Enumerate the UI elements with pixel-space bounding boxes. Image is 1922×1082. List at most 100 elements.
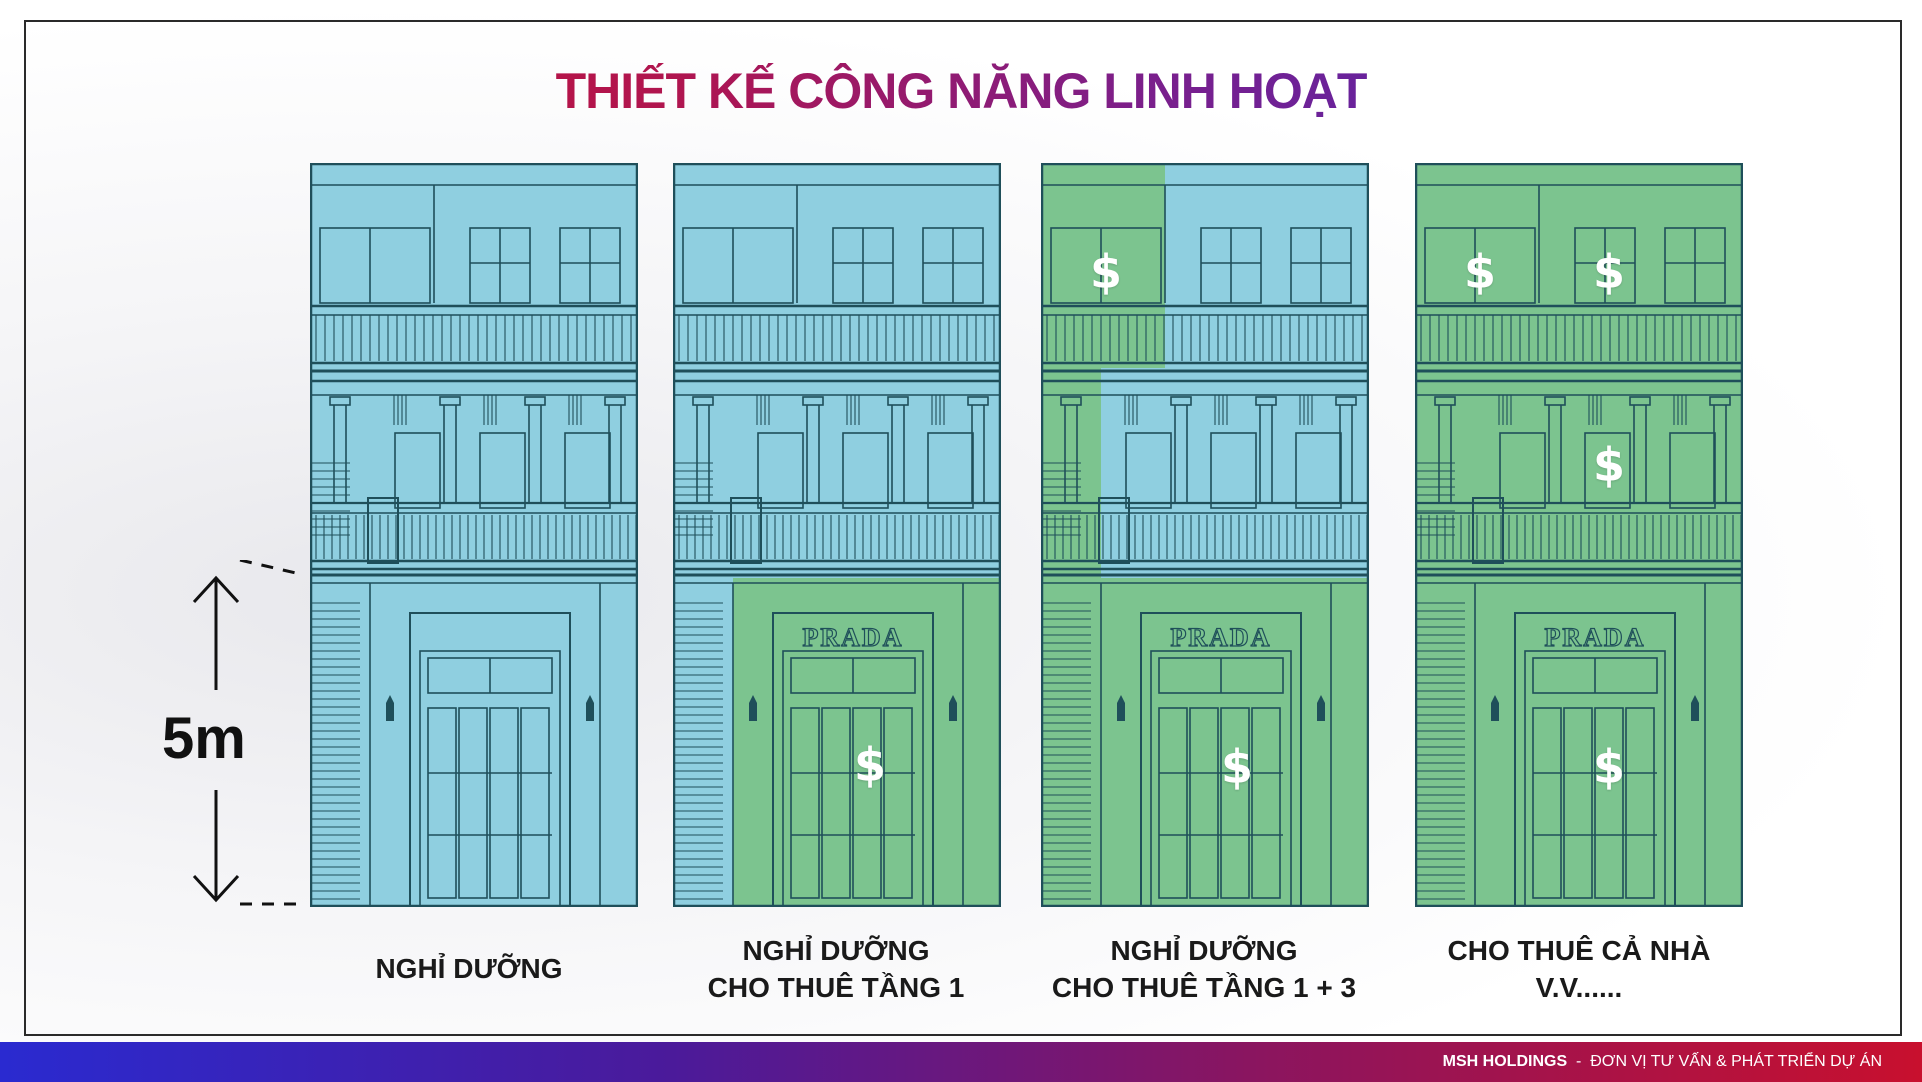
facade-outline (439, 396, 461, 406)
facade-outline (883, 707, 913, 899)
caption-line: CHO THUÊ TẦNG 1 (707, 972, 965, 1003)
facade-outline (790, 707, 820, 899)
facade-outline (489, 707, 519, 899)
facade-outline (730, 497, 762, 564)
facade-outline (1594, 707, 1624, 899)
caption-line: NGHỈ DƯỠNG (742, 935, 930, 966)
rental-dollar-icon: $ (853, 738, 887, 792)
facade-outline (772, 612, 934, 907)
rental-zone (1415, 578, 1743, 907)
rental-zone (1415, 368, 1743, 578)
residential-zone (673, 368, 1001, 578)
facade-panel-3: PRADA (1041, 163, 1369, 907)
caption-option-3: NGHỈ DƯỠNG CHO THUÊ TẦNG 1 + 3 (1004, 932, 1404, 1006)
shop-sign: PRADA (1171, 623, 1272, 652)
facade-outline (927, 432, 974, 509)
lantern-icon (749, 695, 757, 721)
facade-outline (692, 396, 714, 406)
facade-outline (782, 650, 924, 907)
facade-outline (367, 497, 399, 564)
lantern-icon (586, 695, 594, 721)
facade-outline (419, 650, 561, 907)
footer-tagline: ĐƠN VỊ TƯ VẤN & PHÁT TRIỂN DỰ ÁN (1590, 1053, 1882, 1070)
facade-outline (1060, 396, 1082, 406)
caption-line: V.V...... (1535, 972, 1623, 1003)
facade-outline (1544, 396, 1566, 406)
facade-outline (524, 396, 546, 406)
facade-outline (1251, 707, 1281, 899)
facade-outline (458, 707, 488, 899)
facade-outline (520, 707, 550, 899)
facade-outline (682, 227, 794, 304)
rental-dollar-icon: $ (1592, 245, 1626, 299)
facade-outline (1499, 432, 1546, 509)
facade-outline (1210, 432, 1257, 509)
facade-outline (1625, 707, 1655, 899)
facade-outline (887, 396, 909, 406)
residential-zone (673, 163, 1001, 368)
facade-outline (604, 396, 626, 406)
residential-zone (310, 368, 638, 578)
residential-zone (310, 578, 638, 907)
rental-zone (733, 578, 1001, 907)
facade-outline (1424, 227, 1536, 304)
lantern-icon (1691, 695, 1699, 721)
facade-outline (427, 707, 457, 899)
facade-outline (1170, 396, 1192, 406)
facade-outline (821, 707, 851, 899)
facade-outline (1629, 396, 1651, 406)
facade-outline (409, 612, 571, 907)
facade-outline (802, 396, 824, 406)
facade-outline (1255, 396, 1277, 406)
facade-outline (1524, 650, 1666, 907)
rental-zone (1415, 163, 1743, 368)
facade-outline (842, 432, 889, 509)
facade-panel-2: PRADA (673, 163, 1001, 907)
facade-outline (479, 432, 526, 509)
rental-dollar-icon: $ (1463, 245, 1497, 299)
lantern-icon (386, 695, 394, 721)
rental-dollar-icon: $ (1592, 438, 1626, 492)
facade-outline (852, 707, 882, 899)
footer-bar: MSH HOLDINGS - ĐƠN VỊ TƯ VẤN & PHÁT TRIỂ… (0, 1042, 1922, 1082)
caption-line: NGHỈ DƯỠNG (375, 953, 563, 984)
caption-option-2: NGHỈ DƯỠNG CHO THUÊ TẦNG 1 (636, 932, 1036, 1006)
lantern-icon (1117, 695, 1125, 721)
facade-outline (1220, 707, 1250, 899)
rental-dollar-icon: $ (1220, 740, 1254, 794)
slide-title: THIẾT KẾ CÔNG NĂNG LINH HOẠT (0, 62, 1922, 120)
caption-line: NGHỈ DƯỠNG (1110, 935, 1298, 966)
facade-outline (1295, 432, 1342, 509)
facade-panel-1 (310, 163, 638, 907)
facade-outline (564, 432, 611, 509)
facade-outline (1125, 432, 1172, 509)
facade-outline (1472, 497, 1504, 564)
rental-zone (1041, 578, 1369, 907)
facade-outline (757, 432, 804, 509)
caption-option-4: CHO THUÊ CẢ NHÀ V.V...... (1379, 932, 1779, 1006)
caption-line: CHO THUÊ TẦNG 1 + 3 (1051, 972, 1357, 1003)
facade-outline (1514, 612, 1676, 907)
footer-separator: - (1576, 1053, 1582, 1070)
rental-zone (1041, 163, 1165, 368)
facade-outline (1158, 707, 1188, 899)
caption-option-1: NGHỈ DƯỠNG (269, 932, 669, 987)
height-label: 5m (162, 706, 246, 771)
residential-zone (310, 163, 638, 368)
facade-outline (1563, 707, 1593, 899)
facade-outline (394, 432, 441, 509)
lantern-icon (949, 695, 957, 721)
lantern-icon (1317, 695, 1325, 721)
facade-panel-4: PRADA (1415, 163, 1743, 907)
footer-brand: MSH HOLDINGS (1442, 1053, 1568, 1070)
lantern-icon (1491, 695, 1499, 721)
rental-dollar-icon: $ (1089, 245, 1123, 299)
facade-outline (967, 396, 989, 406)
facade-outline (1140, 612, 1302, 907)
rental-dollar-icon: $ (1592, 740, 1626, 794)
footer-text: MSH HOLDINGS - ĐƠN VỊ TƯ VẤN & PHÁT TRIỂ… (1443, 1053, 1882, 1071)
facade-outline (1709, 396, 1731, 406)
facade-outline (329, 396, 351, 406)
facade-outline (1098, 497, 1130, 564)
caption-line: CHO THUÊ CẢ NHÀ (1447, 935, 1711, 966)
